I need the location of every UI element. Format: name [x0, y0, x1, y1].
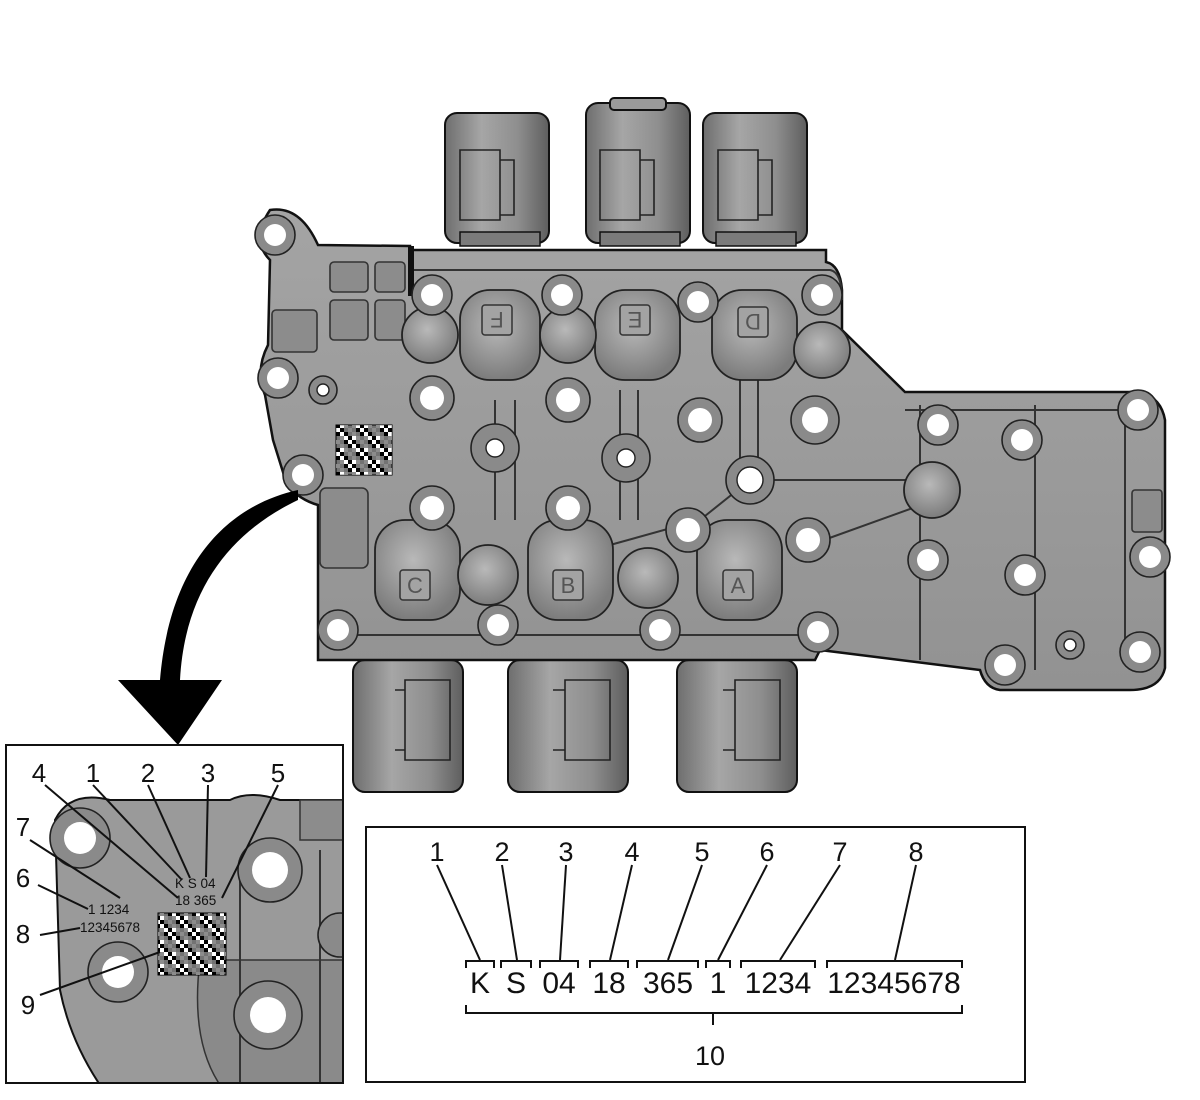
code-callout-4: 4	[624, 837, 639, 867]
code-field-7: 1234	[745, 967, 812, 1000]
code-callout-1: 1	[429, 837, 444, 867]
inset-callout-1: 1	[86, 758, 100, 788]
bottom-solenoids	[352, 659, 798, 793]
inset-callout-9: 9	[21, 990, 35, 1020]
code-field-6: 1	[710, 967, 727, 1000]
code-field-3: 04	[542, 967, 575, 1000]
code-field-4: 18	[592, 967, 625, 1000]
code-callout-8: 8	[908, 837, 923, 867]
code-callout-5: 5	[694, 837, 709, 867]
solenoid-letter-e: E	[628, 307, 643, 332]
inset-callout-7: 7	[16, 812, 30, 842]
code-field-5: 365	[643, 967, 693, 1000]
solenoid-letter-f: F	[490, 307, 503, 332]
solenoid-letter-d: D	[745, 309, 761, 334]
code-field-2: S	[506, 967, 526, 1000]
valve-body-casting: F E D C B A	[254, 97, 1171, 793]
code-callout-7: 7	[832, 837, 847, 867]
top-solenoids	[444, 97, 808, 247]
code-field-8: 12345678	[827, 967, 960, 1000]
inset-stamp-line2: 18 365	[175, 893, 216, 908]
inset-callout-5: 5	[271, 758, 285, 788]
code-breakdown-panel: 1 2 3 4 5 6 7 8 K S 04 18 365 1 1234 123…	[365, 826, 1026, 1083]
valve-bores	[374, 289, 961, 621]
inset-zoom-panel: K S 04 18 365 1 1234 12345678 4 1 2 3 5 …	[5, 744, 344, 1084]
code-callout-2: 2	[494, 837, 509, 867]
solenoid-letter-stamps: F E D C B A	[399, 304, 769, 601]
inset-callout-3: 3	[201, 758, 215, 788]
inset-callout-8: 8	[16, 919, 30, 949]
code-callout-10: 10	[695, 1041, 725, 1071]
solenoid-letter-c: C	[407, 573, 423, 598]
zoom-arrow-icon	[118, 490, 298, 745]
inset-stamp-line3: 1 1234	[88, 902, 130, 917]
inset-callout-2: 2	[141, 758, 155, 788]
solenoid-letter-a: A	[731, 573, 746, 598]
inset-stamp-line1: K S 04	[175, 876, 216, 891]
inset-callout-4: 4	[32, 758, 46, 788]
code-field-1: K	[470, 967, 490, 1000]
bolt-holes	[254, 214, 1171, 686]
inset-callout-6: 6	[16, 863, 30, 893]
solenoid-letter-b: B	[561, 573, 576, 598]
code-callout-3: 3	[558, 837, 573, 867]
inset-stamp-line4: 12345678	[80, 920, 140, 935]
code-callout-6: 6	[759, 837, 774, 867]
